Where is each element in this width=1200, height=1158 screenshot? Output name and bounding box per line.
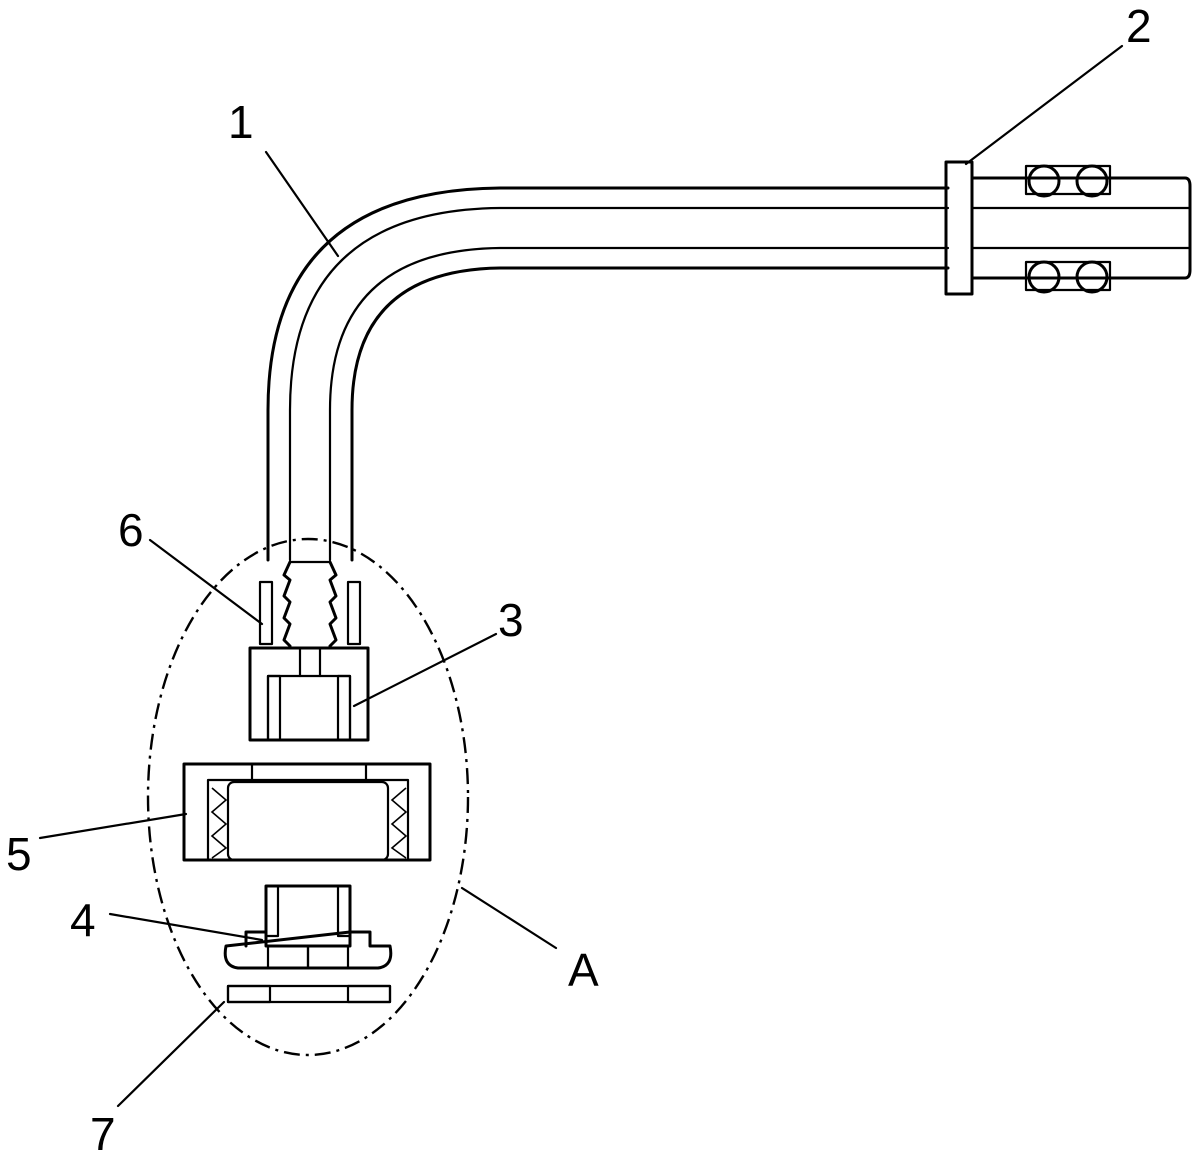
adapter-seal-left xyxy=(266,674,282,742)
barbed-insert xyxy=(258,560,362,648)
tube-inner-wall-top xyxy=(288,206,950,562)
nut-thread-right xyxy=(390,787,408,859)
nut-inner-cavity xyxy=(206,778,410,862)
o-ring xyxy=(1027,164,1061,198)
leader-7 xyxy=(116,1000,226,1108)
gasket-right xyxy=(346,984,392,1004)
o-ring xyxy=(1075,260,1109,294)
reference-labels: 1 2 6 3 5 4 A 7 xyxy=(6,0,1152,1158)
gasket-left xyxy=(226,984,272,1004)
leader-6 xyxy=(148,538,264,626)
nut-chamber xyxy=(226,780,390,862)
tube-outer-wall xyxy=(266,186,950,562)
nut xyxy=(182,762,432,862)
label-1: 1 xyxy=(228,96,254,148)
leader-lines xyxy=(38,44,1124,1108)
label-4: 4 xyxy=(70,894,96,946)
detail-region-a xyxy=(146,537,470,1057)
o-ring-groove xyxy=(1024,164,1112,196)
o-ring xyxy=(1075,164,1109,198)
leader-5 xyxy=(38,812,188,840)
leader-a xyxy=(460,886,558,950)
clamp-sleeve-left xyxy=(258,580,274,646)
nut-outline xyxy=(182,762,432,862)
fitting-stem-seal-right xyxy=(336,884,352,938)
connector-flange xyxy=(944,160,974,296)
clamp-sleeve-right xyxy=(346,580,362,646)
barb-left-profile xyxy=(282,560,292,648)
leader-1 xyxy=(264,150,340,258)
barb-right-profile xyxy=(328,560,338,648)
label-a: A xyxy=(568,944,599,996)
o-ring-groove xyxy=(1024,260,1112,292)
label-3: 3 xyxy=(498,594,524,646)
leader-2 xyxy=(964,44,1124,166)
adapter-body xyxy=(248,646,370,742)
gasket-outline xyxy=(226,984,392,1004)
nut-thread-left xyxy=(210,787,228,859)
label-7: 7 xyxy=(90,1108,116,1158)
connector-body xyxy=(970,176,1192,280)
adapter-seal-right xyxy=(336,674,352,742)
fitting-stem-seal-left xyxy=(264,884,280,938)
fitting-hex-right xyxy=(306,944,350,970)
end-connector xyxy=(944,160,1192,296)
gasket xyxy=(226,984,392,1004)
tube-inner-outer-wall xyxy=(350,266,950,562)
o-ring xyxy=(1027,260,1061,294)
fitting-hex-left xyxy=(266,944,310,970)
bent-tube xyxy=(266,186,950,562)
leader-3 xyxy=(352,632,498,708)
leader-4 xyxy=(108,912,264,942)
label-6: 6 xyxy=(118,504,144,556)
label-2: 2 xyxy=(1126,0,1152,52)
label-5: 5 xyxy=(6,828,32,880)
tube-inner-wall-bottom xyxy=(328,246,950,562)
fitting-flange xyxy=(223,930,393,970)
fitting xyxy=(223,884,393,970)
